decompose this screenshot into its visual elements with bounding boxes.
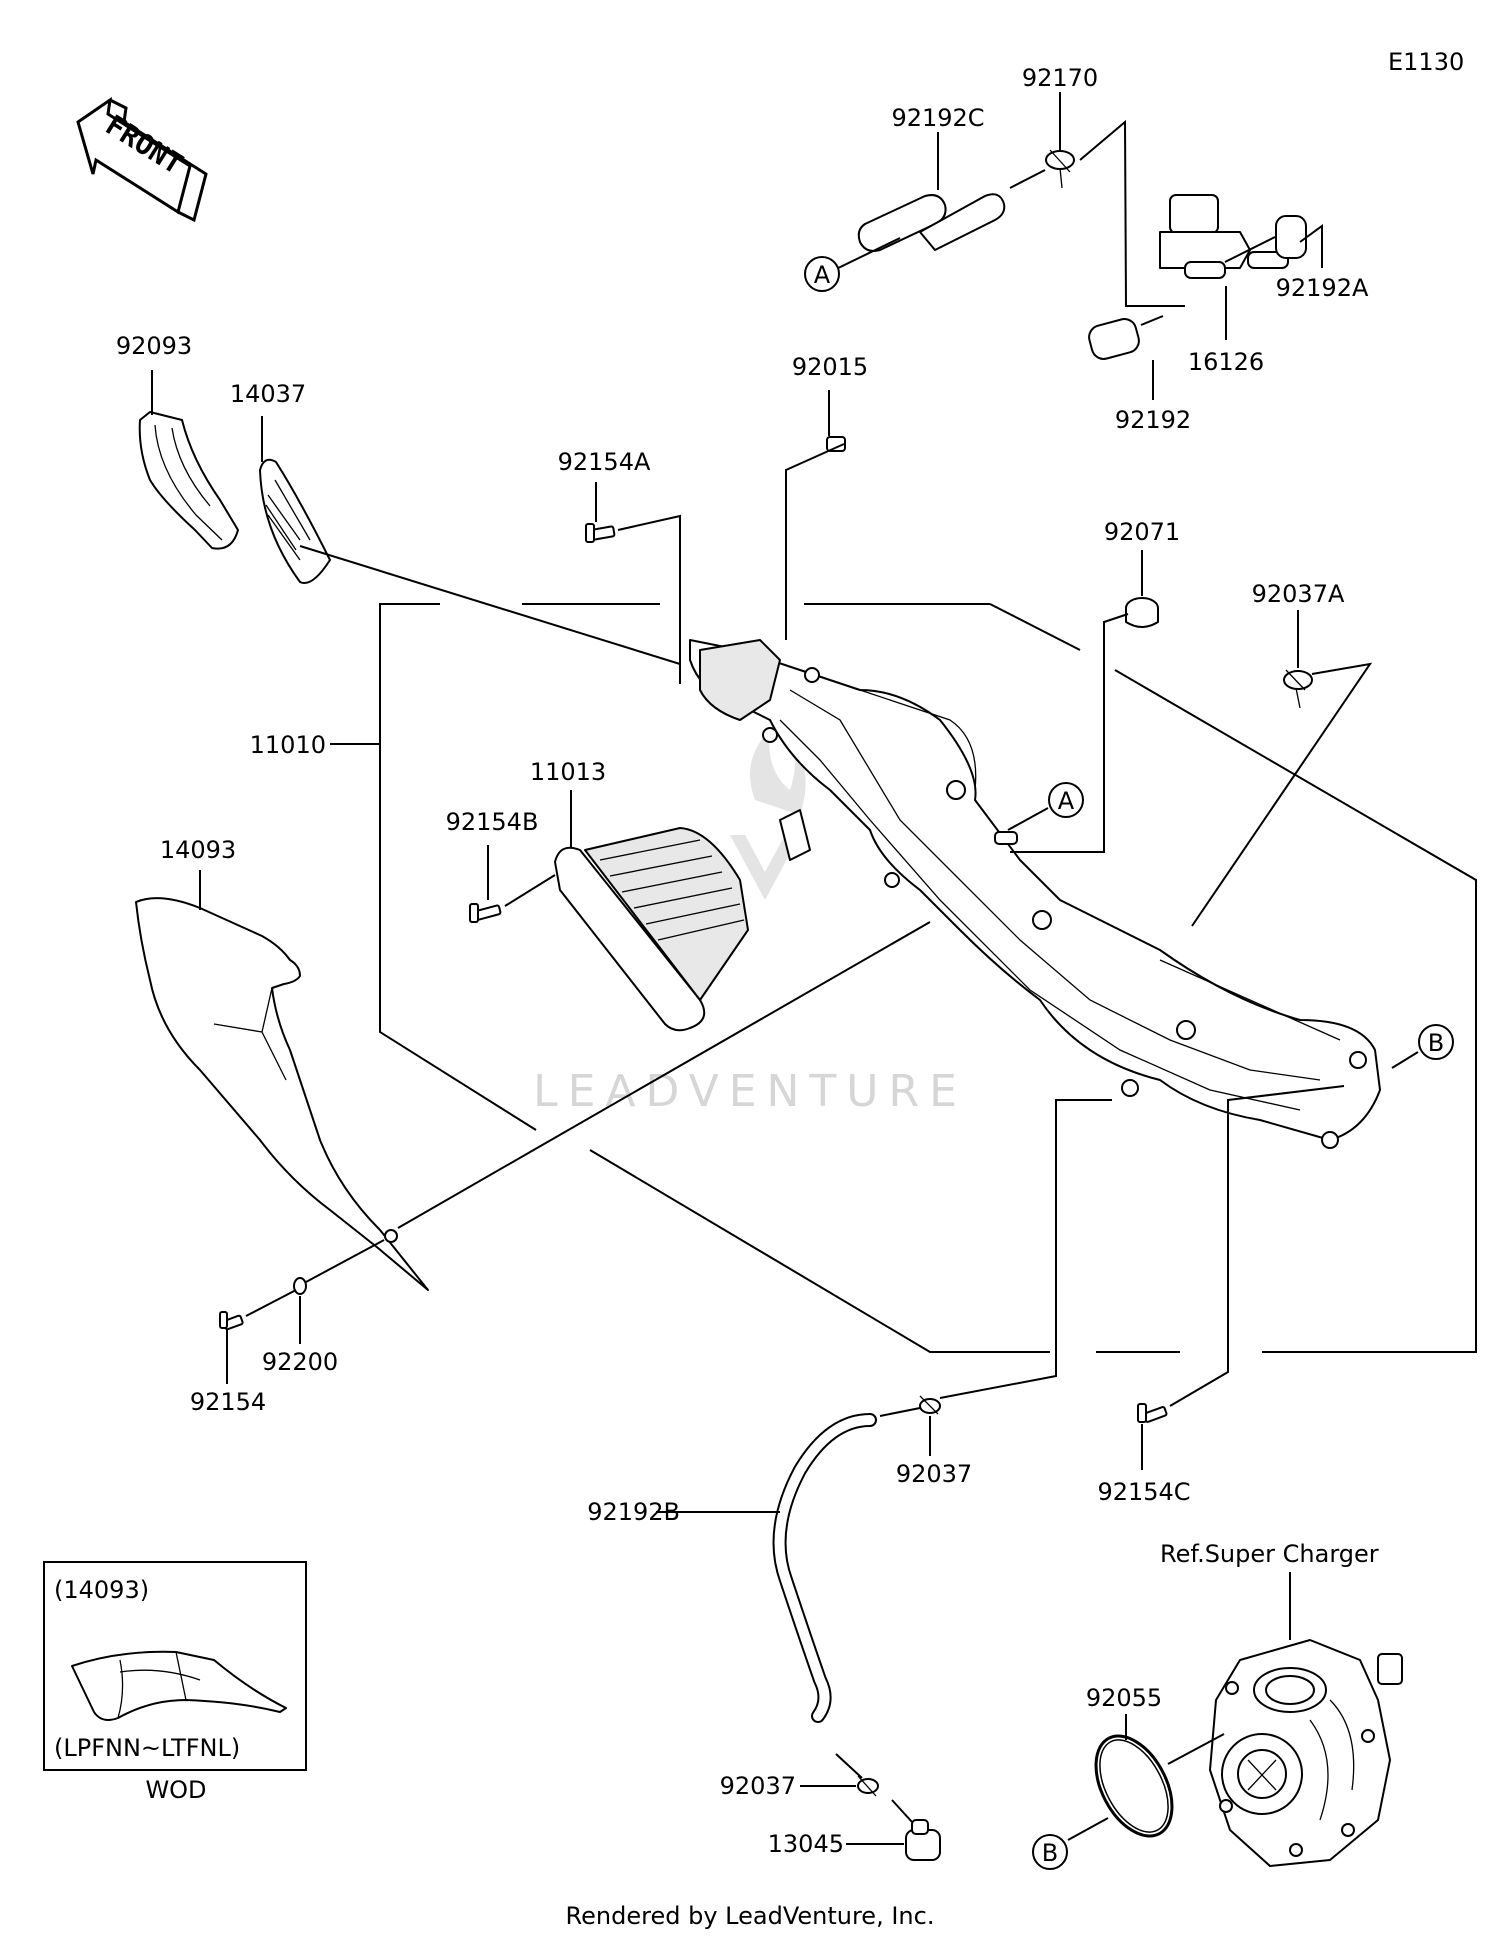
- diagram-code: E1130: [1388, 48, 1464, 76]
- leader-92154-to-92200: [245, 1289, 297, 1317]
- leader-14037-to-airbox: [299, 545, 681, 665]
- leader-92037a-to-airbox: [1191, 662, 1373, 927]
- label-14037: 14037: [230, 380, 306, 408]
- o-ring-92055: [1094, 1734, 1174, 1838]
- airbox-inlet: [699, 639, 781, 721]
- label-92192a: 92192A: [1276, 274, 1369, 302]
- label-92192c: 92192C: [891, 104, 984, 132]
- callout-b-right: B: [1391, 1024, 1454, 1069]
- screen-14037: [259, 458, 331, 584]
- grommet-92071: [1125, 597, 1159, 628]
- inset-caption: WOD: [145, 1776, 206, 1804]
- label-11013: 11013: [530, 758, 606, 786]
- cap-92192a: [1275, 215, 1307, 259]
- screw-92154c: [1137, 1403, 1168, 1423]
- leader-92200-to-cover: [305, 1239, 385, 1283]
- filter-11013: [554, 827, 749, 1032]
- clamp-92037a: [1283, 669, 1313, 709]
- watermark: LEADVENTURE: [533, 730, 967, 1117]
- inset-bottom-label: (LPFNN~LTFNL): [54, 1734, 240, 1762]
- plug-13045: [905, 1819, 941, 1861]
- ref-super-charger: Ref.Super Charger: [1160, 1540, 1379, 1568]
- leaders-top-right: [829, 92, 1323, 400]
- cover-14093: [135, 897, 429, 1291]
- label-92200: 92200: [262, 1348, 338, 1376]
- label-92192: 92192: [1115, 406, 1191, 434]
- inset-cover-14093: [71, 1650, 287, 1721]
- screw-92154b: [469, 903, 502, 923]
- hose-92192c-elbow: [919, 193, 1006, 251]
- svg-text:A: A: [1058, 787, 1075, 815]
- watermark-text: LEADVENTURE: [533, 1066, 967, 1117]
- leader-hose-to-lower-clamp: [835, 1753, 863, 1779]
- label-92015: 92015: [792, 353, 868, 381]
- label-92192b: 92192B: [587, 1498, 680, 1526]
- washer-92200: [293, 1277, 307, 1295]
- svg-text:B: B: [1042, 1839, 1058, 1867]
- label-92037-lower: 92037: [720, 1772, 796, 1800]
- label-92154b: 92154B: [446, 808, 539, 836]
- label-92154a: 92154A: [558, 448, 651, 476]
- callout-a-top: A: [804, 256, 840, 292]
- leader-92154b-to-filter: [504, 874, 556, 907]
- watermark-logo: [730, 730, 806, 900]
- hose-92192b: [772, 1413, 877, 1723]
- inset-box: (14093) (LPFNN~LTFNL): [43, 1561, 307, 1771]
- screw-92015: [826, 436, 846, 452]
- label-92170: 92170: [1022, 64, 1098, 92]
- leader-92154a-to-airbox: [617, 514, 681, 684]
- clamp-92170: [1045, 150, 1075, 170]
- bracket-92093: [138, 411, 239, 550]
- label-92093: 92093: [116, 332, 192, 360]
- super-charger: [1209, 1639, 1403, 1867]
- leader-oring-to-charger: [1167, 1733, 1225, 1765]
- label-13045: 13045: [768, 1830, 844, 1858]
- label-92055: 92055: [1086, 1684, 1162, 1712]
- svg-text:A: A: [814, 261, 831, 289]
- valve-16126-inlet: [1184, 261, 1226, 279]
- label-16126: 16126: [1188, 348, 1264, 376]
- clamp-92170-tab: [1049, 149, 1071, 189]
- clamp-92037-lower: [857, 1775, 879, 1797]
- label-92037a: 92037A: [1252, 580, 1345, 608]
- inset-top-label: (14093): [54, 1576, 149, 1604]
- front-arrow-icon: FRONT: [76, 96, 208, 223]
- leader-92154c-to-airbox: [1169, 1085, 1345, 1407]
- leader-clamp-to-plug: [891, 1799, 913, 1823]
- leader-92071-to-airbox: [1010, 613, 1129, 853]
- valve-assembly: [857, 149, 1307, 360]
- screw-92154a: [585, 523, 616, 543]
- footer-credit: Rendered by LeadVenture, Inc.: [566, 1902, 935, 1930]
- valve-16126-body: [1159, 231, 1251, 269]
- leader-cover-to-airbox: [397, 921, 931, 1229]
- label-11010: 11010: [250, 731, 326, 759]
- screw-92154: [219, 1311, 244, 1331]
- label-14093: 14093: [160, 836, 236, 864]
- callout-b-bottom: B: [1032, 1817, 1109, 1870]
- leader-92037-upper-to-airbox: [939, 1099, 1112, 1399]
- callout-a-mid: A: [1007, 782, 1084, 831]
- label-92154c: 92154C: [1097, 1478, 1190, 1506]
- leader-hose-to-clamp: [879, 1407, 921, 1417]
- valve-16126: [1169, 194, 1219, 234]
- label-92071: 92071: [1104, 518, 1180, 546]
- valve-16126-outlet: [1247, 251, 1289, 269]
- label-92037-upper: 92037: [896, 1460, 972, 1488]
- label-92154: 92154: [190, 1388, 266, 1416]
- airbox-11010: [689, 639, 1381, 1149]
- leader-92015-to-airbox: [785, 443, 845, 640]
- sleeve-92192: [1088, 318, 1140, 360]
- clamp-92037-upper: [919, 1395, 941, 1415]
- svg-text:B: B: [1428, 1029, 1444, 1057]
